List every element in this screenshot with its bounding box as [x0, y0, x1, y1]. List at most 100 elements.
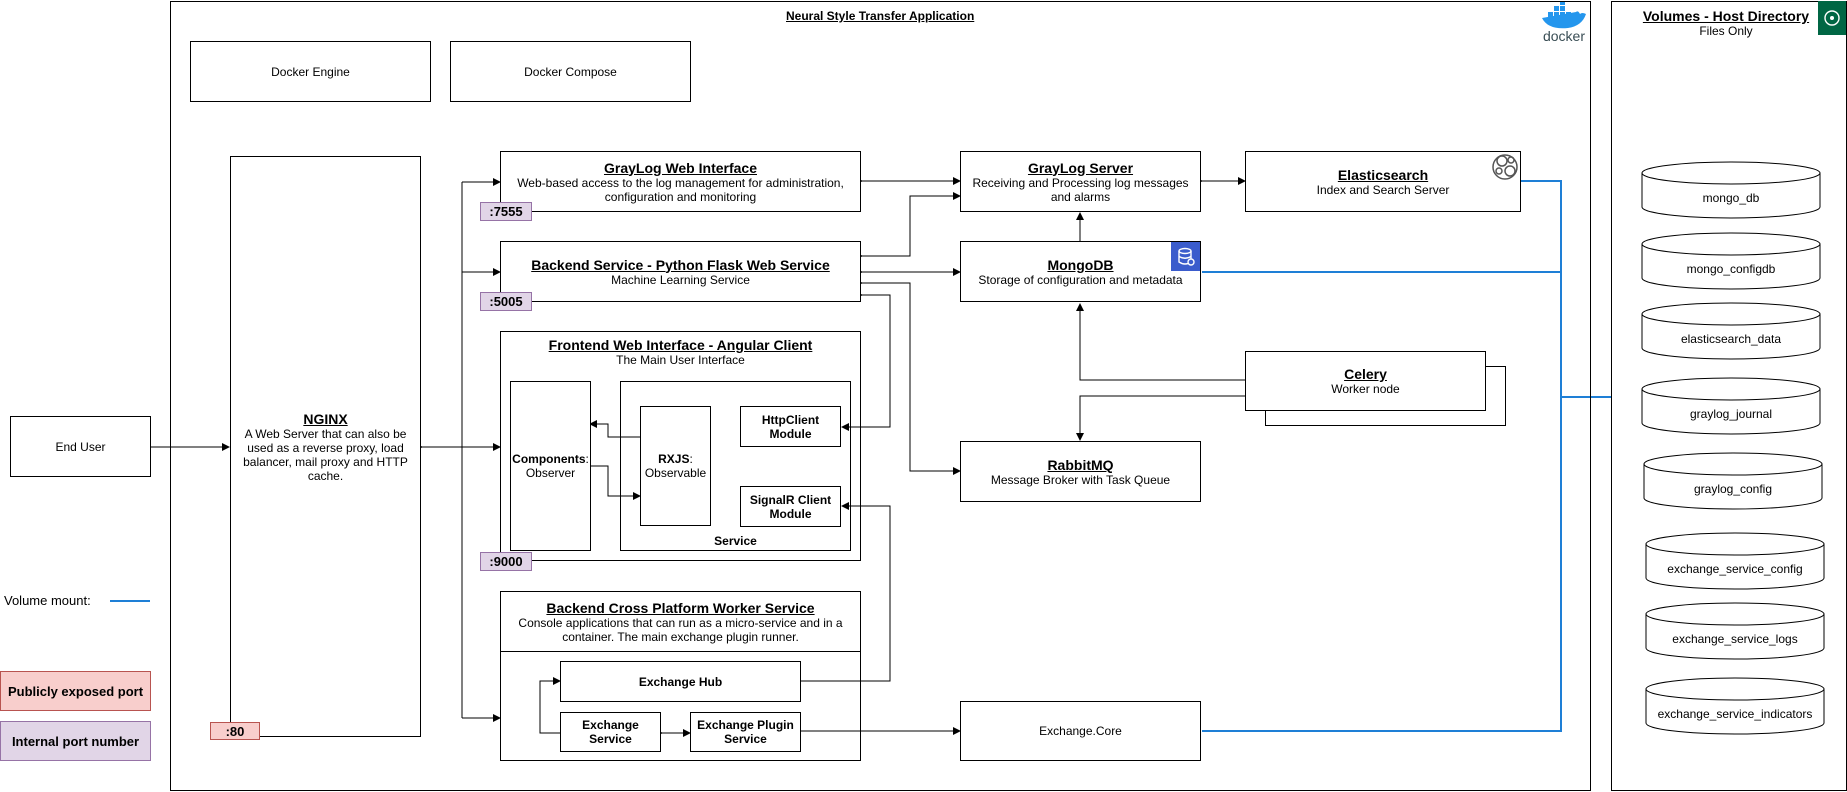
volume-elasticsearch-data: elasticsearch_data	[1641, 302, 1821, 360]
volume-label: graylog_config	[1693, 482, 1773, 496]
docker-engine-box: Docker Engine	[190, 41, 431, 102]
volume-label: graylog_journal	[1689, 407, 1773, 421]
docker-whale-icon	[1542, 1, 1586, 29]
volume-label: mongo_db	[1702, 191, 1760, 205]
rxjs-sub: Observable	[644, 466, 707, 480]
exchange-core-label: Exchange.Core	[1039, 724, 1122, 738]
components-box: Components: Observer	[510, 381, 591, 551]
arrow-hub-service	[539, 677, 567, 737]
graylog-web-port-badge: :7555	[480, 202, 532, 221]
exchange-plugin-service-box: Exchange Plugin Service	[690, 712, 801, 752]
legend-internal-port-label: Internal port number	[11, 733, 140, 749]
arrow-components-rxjs	[590, 465, 641, 500]
httpclient-label: HttpClient Module	[761, 412, 820, 441]
docker-compose-box: Docker Compose	[450, 41, 691, 102]
volume-mount-lines	[110, 180, 1612, 732]
docker-engine-label: Docker Engine	[271, 64, 350, 79]
flask-service-description: Machine Learning Service	[611, 272, 750, 287]
legend-public-port-label: Publicly exposed port	[7, 683, 144, 699]
flask-port-badge: :5005	[480, 292, 532, 311]
mongodb-description: Storage of configuration and metadata	[978, 272, 1183, 287]
worker-service-description: Console applications that can run as a m…	[518, 615, 843, 644]
celery-title: Celery	[1344, 366, 1387, 382]
exchange-service-label: Exchange Service	[582, 718, 639, 746]
graylog-web-title: GrayLog Web Interface	[603, 159, 757, 176]
nginx-port-badge: :80	[210, 722, 260, 740]
graylog-server-description: Receiving and Processing log messages an…	[972, 175, 1189, 204]
rabbitmq-title: RabbitMQ	[1047, 456, 1114, 473]
worker-service-header: Backend Cross Platform Worker Service Co…	[500, 591, 861, 652]
nginx-box: NGINX A Web Server that can also be used…	[230, 156, 421, 737]
docker-logo: docker	[1538, 1, 1590, 44]
graylog-web-box: GrayLog Web Interface Web-based access t…	[500, 151, 861, 212]
docker-compose-label: Docker Compose	[524, 64, 617, 79]
celery-description: Worker node	[1331, 382, 1400, 396]
volume-label: exchange_service_config	[1667, 562, 1803, 576]
volume-label: mongo_configdb	[1686, 262, 1776, 276]
elasticsearch-box: Elasticsearch Index and Search Server	[1245, 151, 1521, 212]
exchange-plugin-service-label: Exchange Plugin Service	[697, 718, 794, 746]
app-title: Neural Style Transfer Application	[786, 9, 975, 23]
database-icon	[1171, 242, 1200, 271]
graylog-server-box: GrayLog Server Receiving and Processing …	[960, 151, 1201, 212]
volume-mongo-configdb: mongo_configdb	[1641, 232, 1821, 290]
arrow-flask-server	[855, 192, 961, 260]
signalr-label: SignalR Client Module	[749, 492, 832, 521]
graylog-server-title: GrayLog Server	[1027, 159, 1134, 176]
arrow-celery-mongo	[1076, 303, 1245, 381]
volume-label: elasticsearch_data	[1680, 332, 1782, 346]
volume-exchange-service-indicators: exchange_service_indicators	[1645, 677, 1825, 735]
app-frame	[170, 1, 1591, 791]
arrow-celery-rabbit	[1076, 392, 1252, 441]
volume-mongo-db: mongo_db	[1641, 161, 1821, 219]
rxjs-box: RXJS: Observable	[640, 406, 711, 526]
volumes-title: Volumes - Host Directory	[1642, 8, 1810, 24]
legend-internal-port: Internal port number	[0, 721, 151, 761]
exchange-core-box: Exchange.Core	[960, 701, 1201, 761]
volume-icon	[1818, 1, 1846, 35]
flask-service-box: Backend Service - Python Flask Web Servi…	[500, 241, 861, 302]
celery-box: Celery Worker node	[1245, 351, 1486, 411]
graylog-web-description: Web-based access to the log management f…	[517, 175, 844, 204]
volume-graylog-config: graylog_config	[1643, 452, 1823, 510]
volume-exchange-service-config: exchange_service_config	[1645, 532, 1825, 590]
docker-logo-text: docker	[1542, 28, 1586, 44]
components-sub: Observer	[525, 466, 576, 480]
mongodb-box: MongoDB Storage of configuration and met…	[960, 241, 1201, 302]
frontend-port-badge: :9000	[480, 552, 532, 571]
frontend-description: The Main User Interface	[616, 353, 745, 367]
arrow-hub-signalr	[800, 502, 891, 682]
httpclient-module-box: HttpClient Module	[740, 406, 841, 447]
arrow-rxjs-components	[589, 420, 640, 438]
frontend-box	[500, 331, 861, 561]
arrow-flask-httpclient	[841, 291, 891, 431]
end-user-box: End User	[10, 416, 151, 477]
signalr-module-box: SignalR Client Module	[740, 486, 841, 527]
service-label: Service	[714, 534, 757, 548]
components-title: Components	[512, 452, 586, 466]
mongodb-title: MongoDB	[1047, 256, 1114, 273]
worker-service-title: Backend Cross Platform Worker Service	[546, 599, 815, 616]
elasticsearch-description: Index and Search Server	[1316, 182, 1450, 197]
arrow-flask-rabbit	[855, 279, 961, 475]
elasticsearch-logo-icon	[1492, 154, 1518, 180]
elasticsearch-title: Elasticsearch	[1337, 166, 1429, 183]
rabbitmq-description: Message Broker with Task Queue	[990, 472, 1171, 487]
volumes-subtitle: Files Only	[1699, 24, 1753, 38]
flask-service-title: Backend Service - Python Flask Web Servi…	[531, 256, 830, 273]
exchange-hub-label: Exchange Hub	[638, 674, 723, 689]
volume-label: exchange_service_logs	[1672, 632, 1798, 646]
volume-exchange-service-logs: exchange_service_logs	[1645, 602, 1825, 660]
legend-volume-mount-label: Volume mount:	[4, 593, 91, 608]
rabbitmq-box: RabbitMQ Message Broker with Task Queue	[960, 441, 1201, 502]
nginx-description: A Web Server that can also be used as a …	[243, 426, 408, 483]
rxjs-title: RXJS	[658, 452, 690, 466]
volume-label: exchange_service_indicators	[1657, 707, 1813, 721]
exchange-hub-box: Exchange Hub	[560, 661, 801, 702]
end-user-label: End User	[55, 439, 106, 454]
exchange-service-box: Exchange Service	[560, 712, 661, 752]
volume-graylog-journal: graylog_journal	[1641, 377, 1821, 435]
legend-public-port: Publicly exposed port	[0, 671, 151, 711]
service-container	[620, 381, 851, 551]
